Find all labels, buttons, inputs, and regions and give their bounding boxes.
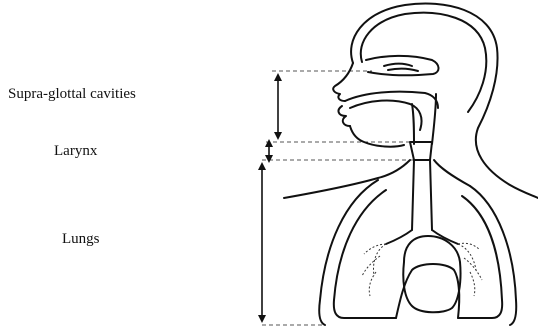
bronchus-left — [386, 230, 412, 244]
chin — [350, 126, 404, 147]
bronchial-tree — [362, 243, 482, 296]
left-shoulder — [284, 160, 410, 198]
thorax-inner-left — [334, 190, 396, 318]
tongue — [350, 101, 422, 130]
trachea-left — [412, 160, 414, 230]
anatomy-outline — [284, 3, 538, 325]
pharynx-back — [432, 94, 436, 144]
face-profile — [333, 63, 353, 101]
pharynx-front — [412, 104, 414, 144]
thorax-right — [470, 186, 516, 325]
thorax-left — [319, 180, 378, 325]
nasal-conchae — [384, 64, 418, 71]
heart — [403, 236, 460, 312]
trachea-right — [430, 160, 432, 230]
lips — [339, 106, 350, 126]
cranial-inner-line — [361, 13, 487, 112]
measurement-arrows — [262, 77, 278, 319]
right-shoulder-line — [434, 160, 470, 186]
nasal-cavity — [366, 56, 439, 75]
